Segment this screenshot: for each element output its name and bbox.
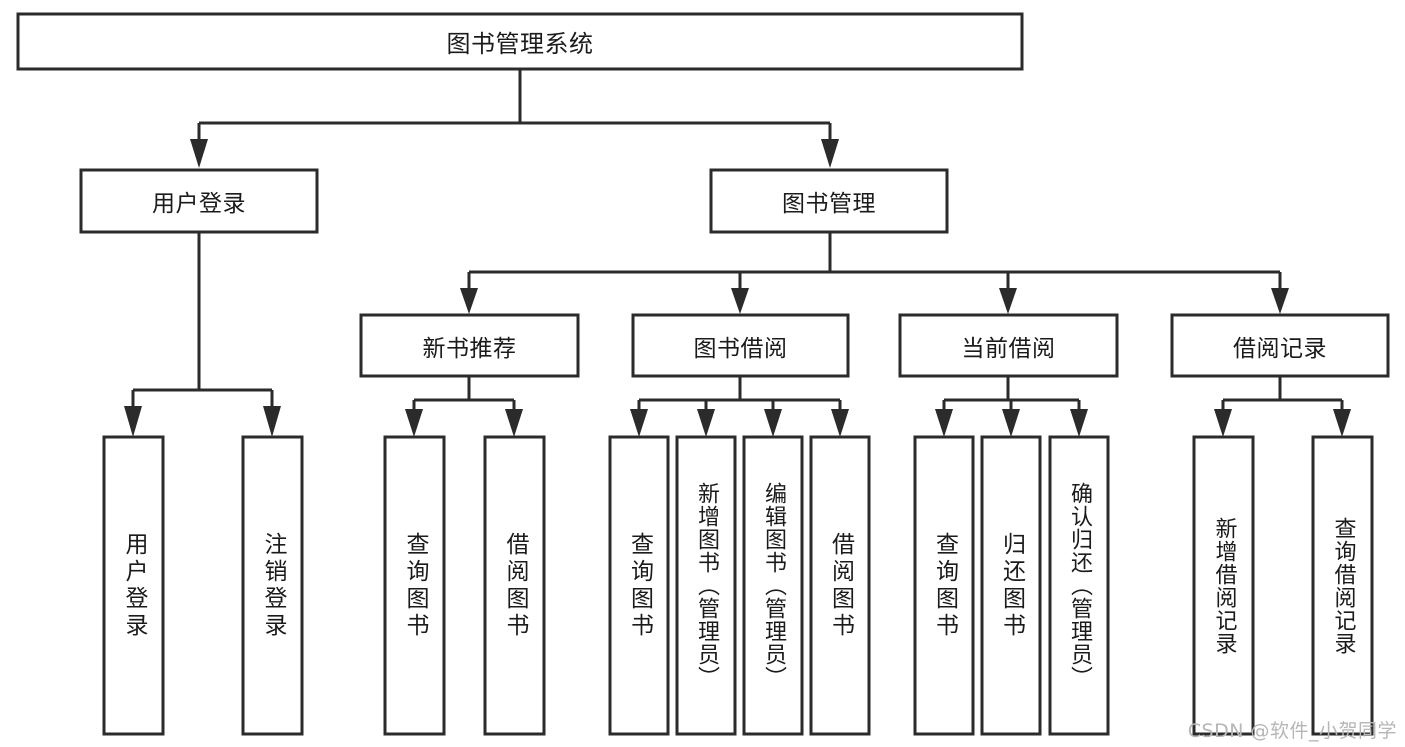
node-new-book-recommend-box[interactable] <box>359 313 580 378</box>
node-leaf-borrow-book-1-box[interactable] <box>483 435 546 736</box>
arrowhead-user-login <box>190 139 208 168</box>
node-root-box[interactable] <box>16 12 1024 71</box>
node-leaf-edit-book-box[interactable] <box>742 435 804 736</box>
node-leaf-return-book-box[interactable] <box>980 435 1042 736</box>
arrowhead-current-borrow <box>999 288 1017 314</box>
node-leaf-user-logout-box[interactable] <box>241 435 304 736</box>
arrowhead-leaf-query-book-2 <box>630 409 648 437</box>
node-borrow-record-box[interactable] <box>1170 313 1390 378</box>
arrowhead-book-management <box>821 139 839 168</box>
node-leaf-query-record-box[interactable] <box>1311 435 1374 736</box>
node-leaf-query-book-3-box[interactable] <box>913 435 975 736</box>
arrowhead-leaf-add-book <box>697 409 715 437</box>
node-book-borrow-box[interactable] <box>631 313 850 378</box>
node-leaf-query-book-1-box[interactable] <box>383 435 446 736</box>
arrowhead-book-borrow <box>731 288 749 314</box>
arrowhead-leaf-query-record <box>1333 409 1351 437</box>
arrowhead-leaf-edit-book <box>764 409 782 437</box>
arrowhead-leaf-confirm-return <box>1070 409 1088 437</box>
node-leaf-add-book-box[interactable] <box>675 435 737 736</box>
arrowhead-borrow-record <box>1271 288 1289 314</box>
arrowhead-leaf-user-login <box>124 406 142 437</box>
arrowhead-leaf-borrow-book-1 <box>505 409 523 437</box>
arrowhead-leaf-query-book-3 <box>935 409 953 437</box>
node-book-management-box[interactable] <box>709 168 949 234</box>
arrowhead-leaf-return-book <box>1002 409 1020 437</box>
node-user-login-box[interactable] <box>79 168 319 234</box>
node-leaf-confirm-return-box[interactable] <box>1048 435 1110 736</box>
csdn-watermark: CSDN @软件_小贺同学 <box>1187 720 1397 742</box>
node-leaf-add-record-box[interactable] <box>1192 435 1255 736</box>
arrowhead-leaf-add-record <box>1214 409 1232 437</box>
node-leaf-user-login-box[interactable] <box>102 435 165 736</box>
node-leaf-borrow-book-2-box[interactable] <box>809 435 871 736</box>
node-current-borrow-box[interactable] <box>898 313 1119 378</box>
arrowhead-leaf-borrow-book-2 <box>831 409 849 437</box>
node-leaf-query-book-2-box[interactable] <box>608 435 670 736</box>
arrowhead-new-book-recommend <box>460 288 478 314</box>
arrowhead-leaf-query-book-1 <box>405 409 423 437</box>
arrowhead-leaf-user-logout <box>263 406 281 437</box>
